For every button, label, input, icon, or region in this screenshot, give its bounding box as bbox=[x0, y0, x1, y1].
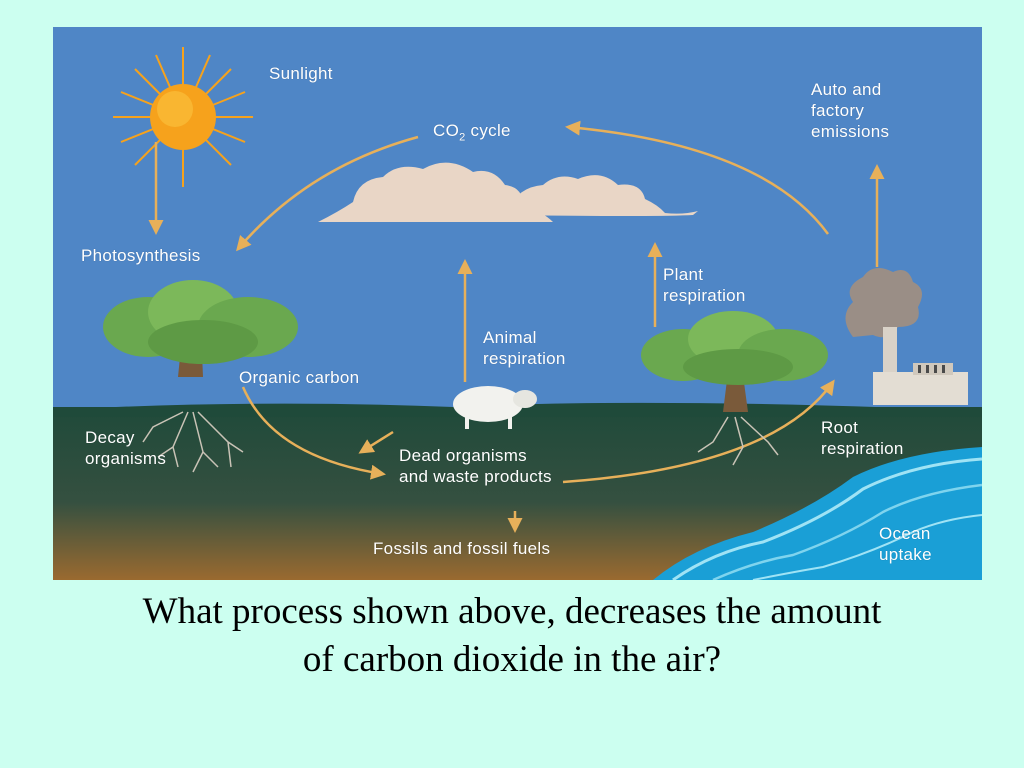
sun-icon bbox=[113, 47, 253, 187]
question-text: What process shown above, decreases the … bbox=[142, 591, 882, 680]
cloud-icon bbox=[318, 162, 698, 222]
ocean bbox=[653, 447, 983, 582]
label-plant-respiration: Plant respiration bbox=[663, 265, 746, 305]
label-decay-organisms: Decay organisms bbox=[85, 428, 167, 468]
label-auto-factory-emissions: Auto and factory emissions bbox=[811, 80, 890, 141]
decay-to-dead-arrow bbox=[358, 430, 394, 454]
factory-icon bbox=[845, 268, 968, 405]
label-animal-respiration: Animal respiration bbox=[483, 328, 566, 368]
label-root-respiration: Root respiration bbox=[821, 418, 904, 458]
carbon-cycle-diagram: Sunlight CO2 cycle Auto and factory emis… bbox=[53, 27, 983, 582]
label-photosynthesis: Photosynthesis bbox=[81, 246, 201, 265]
label-dead-organisms: Dead organisms and waste products bbox=[399, 446, 552, 486]
co2-cycle-arrows bbox=[236, 120, 835, 484]
label-co2-cycle: CO2 cycle bbox=[433, 121, 511, 144]
diagram-art bbox=[53, 27, 983, 582]
tree-right-icon bbox=[641, 311, 828, 466]
sheep-icon bbox=[453, 386, 537, 429]
label-organic-carbon: Organic carbon bbox=[239, 368, 360, 387]
tree-left-icon bbox=[103, 280, 298, 473]
label-ocean-uptake: Ocean uptake bbox=[879, 524, 932, 564]
label-sunlight: Sunlight bbox=[269, 64, 333, 83]
label-fossils: Fossils and fossil fuels bbox=[373, 539, 551, 558]
